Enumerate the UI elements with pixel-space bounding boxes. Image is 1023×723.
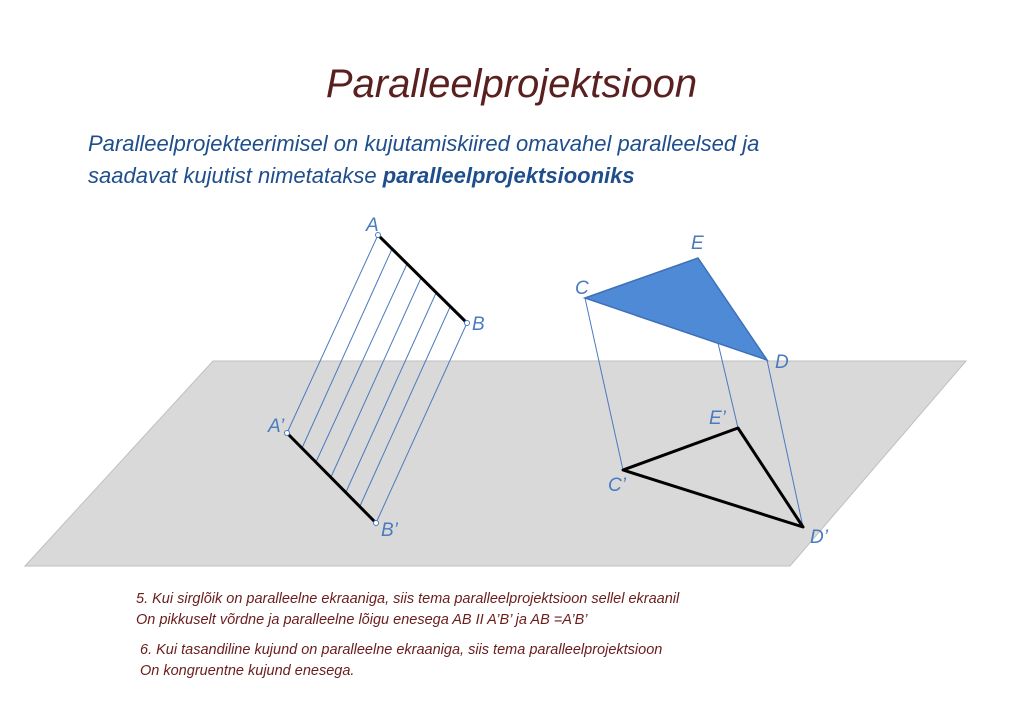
label-d-prime: D’ [810,527,829,548]
note-6-line-2: On kongruentne kujund enesega. [140,663,355,679]
segment-ab [376,233,469,325]
intro-paragraph: Paralleelprojekteerimisel on kujutamiski… [88,128,968,192]
triangle-c-prime-d-prime-e-prime [621,426,805,529]
page-title: Paralleelprojektsioon [325,62,698,106]
label-e-prime: E’ [709,408,727,429]
intro-line-2-text: saadavat kujutist nimetatakse [88,163,383,188]
projection-plane [23,360,968,567]
label-b-prime: B’ [381,520,399,541]
segment-a-prime-b-prime [285,431,378,525]
label-d: D [775,352,789,373]
note-5: 5. Kui sirglõik on paralleelne ekraaniga… [136,589,679,631]
intro-line-1: Paralleelprojekteerimisel on kujutamiski… [88,131,760,156]
note-5-line-2: On pikkuselt võrdne ja paralleelne lõigu… [136,612,588,628]
segment-projection-rays [286,234,468,524]
label-c-prime: C’ [608,475,627,496]
label-c: C [575,278,589,299]
intro-line-2: saadavat kujutist nimetatakse paralleelp… [88,160,968,192]
note-6-line-1: 6. Kui tasandiline kujund on paralleelne… [140,642,663,658]
segment-endpoints [284,232,470,526]
note-6: 6. Kui tasandiline kujund on paralleelne… [140,640,662,682]
label-a-prime: A’ [267,416,285,437]
label-a: A [365,215,379,236]
label-e: E [691,233,704,254]
intro-term-bold: paralleelprojektsiooniks [382,163,635,188]
note-5-line-1: 5. Kui sirglõik on paralleelne ekraaniga… [136,591,680,607]
label-b: B [472,314,485,335]
triangle-cde [582,257,769,362]
